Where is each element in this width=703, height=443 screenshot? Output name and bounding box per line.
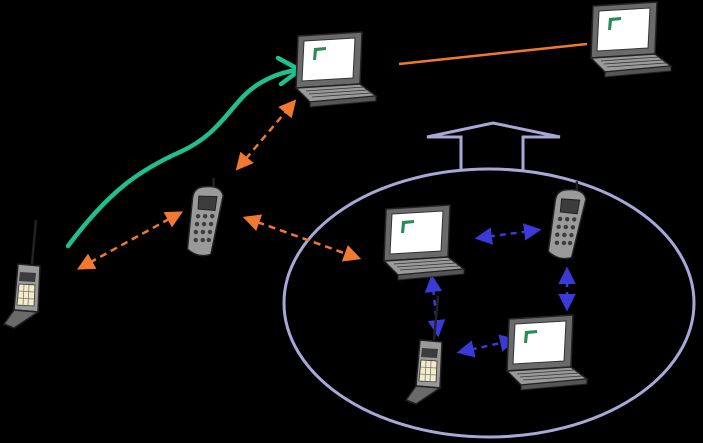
cellphone-icon <box>404 294 444 406</box>
laptop-icon <box>590 1 672 78</box>
link-cordless-to-laptop-center <box>235 99 297 171</box>
cluster-uplink-arrow <box>426 121 561 170</box>
cordless-phone-icon <box>544 176 590 263</box>
laptop-icon <box>295 31 377 108</box>
link-cluster-laptop-to-cellphone <box>424 274 446 338</box>
link-cordless-to-cluster-laptop <box>242 214 362 262</box>
link-cluster-cellphone-to-laptop <box>456 334 518 358</box>
link-cordless-to-cellphone <box>76 211 184 270</box>
laptop-icon <box>383 204 465 281</box>
cordless-phone-icon <box>183 174 227 259</box>
link-cluster-laptop-to-cordless <box>474 223 542 245</box>
cellphone-icon <box>2 218 42 330</box>
adhoc-cluster-boundary <box>282 167 696 439</box>
link-cellphone-to-laptop-center <box>65 67 299 249</box>
link-laptop-center-to-laptop-right <box>398 42 588 66</box>
laptop-icon <box>506 314 588 391</box>
